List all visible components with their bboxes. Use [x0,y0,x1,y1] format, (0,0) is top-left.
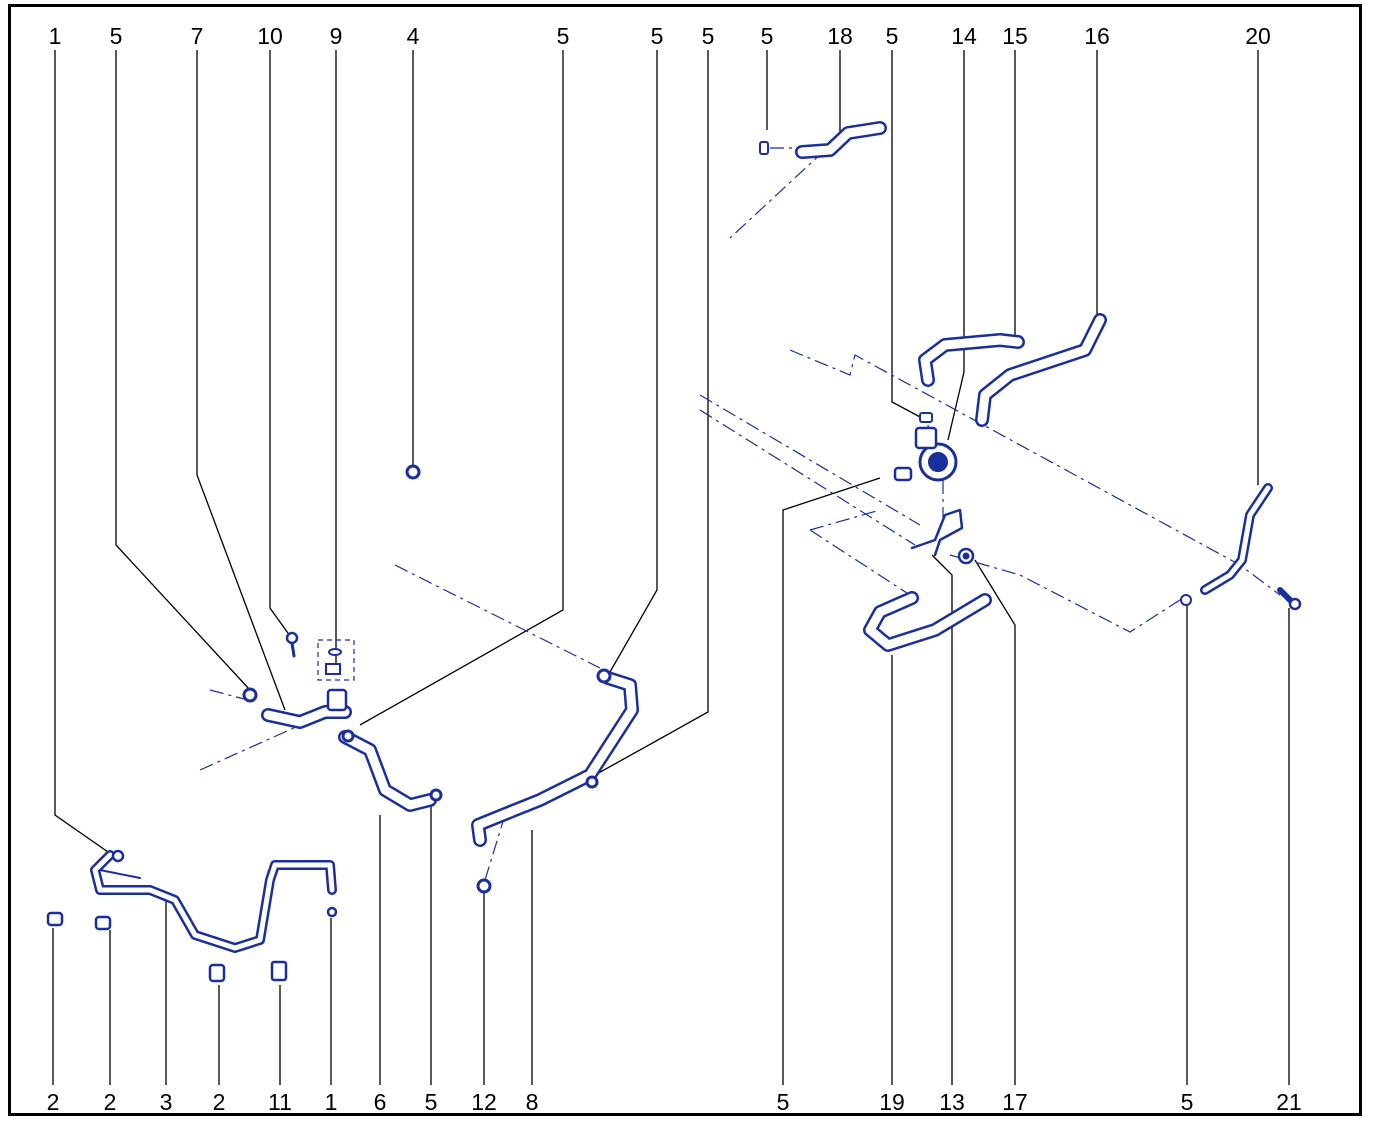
callout-bottom-11: 5 [777,1089,790,1115]
hose-16 [975,313,1107,427]
hose-15 [918,333,1025,387]
bolt-10 [285,631,299,658]
bolt-21 [1277,587,1302,611]
callouts-top: 1 5 7 10 9 4 5 5 5 5 18 5 14 15 16 20 [49,23,1271,49]
leader-13 [931,554,953,1085]
callout-top-11: 18 [827,23,853,49]
callout-top-5: 9 [330,23,343,49]
clip-2-a [46,911,64,927]
callout-top-6: 4 [407,23,420,49]
clip-4 [405,464,421,480]
callout-bottom-1: 2 [47,1089,60,1115]
hose-7 [242,687,352,729]
callout-bottom-2: 2 [104,1089,117,1115]
callout-top-4: 10 [257,23,283,49]
nut-17 [957,547,975,565]
callout-bottom-7: 6 [374,1089,387,1115]
parts [46,121,1302,983]
callout-bottom-4: 2 [213,1089,226,1115]
callout-top-8: 5 [651,23,664,49]
radiator-ghost [140,408,395,690]
callout-top-14: 15 [1002,23,1028,49]
leader-1-top [54,50,109,853]
leader-5-d [594,50,709,776]
callout-top-15: 16 [1084,23,1110,49]
callout-top-7: 5 [557,23,570,49]
callouts-bottom: 2 2 3 2 11 1 6 5 12 8 5 19 13 17 5 21 [47,1089,1302,1115]
bracket-13 [910,508,964,557]
callout-top-10: 5 [761,23,774,49]
callout-bottom-6: 1 [325,1089,338,1115]
callout-bottom-3: 3 [160,1089,173,1115]
callout-bottom-9: 12 [471,1089,497,1115]
callout-top-13: 14 [951,23,977,49]
hose-19 [863,591,992,652]
pipe-20 [1180,483,1273,606]
callout-top-3: 7 [191,23,204,49]
leader-5-f [891,50,923,419]
callout-top-16: 20 [1245,23,1271,49]
leader-5-c [609,50,658,673]
mounting-panel-ghost [570,250,885,470]
diagram-frame [8,4,1362,1116]
hose-6 [338,729,443,812]
leader-5-a [115,50,251,691]
leader-7 [196,50,286,711]
callout-top-9: 5 [702,23,715,49]
clip-2-b [94,915,112,931]
callout-bottom-8: 5 [425,1089,438,1115]
condenser-ghost [440,148,705,435]
callout-bottom-13: 13 [939,1089,965,1115]
hose-8 [471,668,639,847]
callout-bottom-5: 11 [268,1089,292,1115]
callout-bottom-10: 8 [526,1089,539,1115]
valve-14 [893,412,958,482]
leader-5-b [359,50,564,726]
clip-11 [270,960,288,982]
leader-17 [974,559,1016,1085]
callout-bottom-15: 5 [1181,1089,1194,1115]
assembly-lines [199,147,1281,881]
callout-bottom-14: 17 [1002,1089,1028,1115]
leader-14 [947,50,965,441]
callout-top-1: 1 [49,23,62,49]
callout-top-12: 5 [886,23,899,49]
clip-2-c [208,963,226,983]
callout-bottom-12: 19 [879,1089,905,1115]
expansion-tank-ghost [120,760,200,862]
callout-bottom-16: 21 [1276,1089,1302,1115]
leader-lines [52,50,1290,1085]
overflow-pipe-3 [90,849,338,953]
leader-10 [269,50,291,637]
cap-12 [476,878,492,894]
leader-5-h [782,477,881,1085]
callout-top-2: 5 [110,23,123,49]
seal-9 [317,639,355,681]
hose-18 [759,121,887,159]
